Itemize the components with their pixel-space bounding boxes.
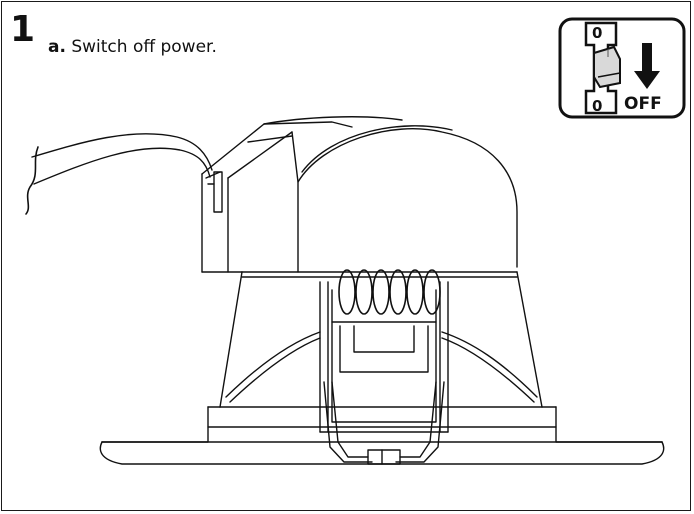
trim-housing — [207, 271, 557, 428]
step-letter: a. — [48, 37, 66, 57]
step-number: 1 — [10, 9, 36, 50]
switch-state-label: OFF — [624, 94, 662, 114]
switch-top-label: 0 — [592, 24, 602, 42]
power-switch-off-icon: 0 0 OFF — [558, 17, 686, 119]
step-instruction: a. Switch off power. — [48, 37, 217, 57]
spring-clip — [319, 269, 449, 465]
driver-box — [201, 116, 518, 273]
step-instruction-text: Switch off power. — [71, 37, 217, 57]
power-cable — [25, 133, 213, 215]
switch-bottom-label: 0 — [592, 97, 602, 115]
arrow-down-icon — [634, 43, 660, 89]
